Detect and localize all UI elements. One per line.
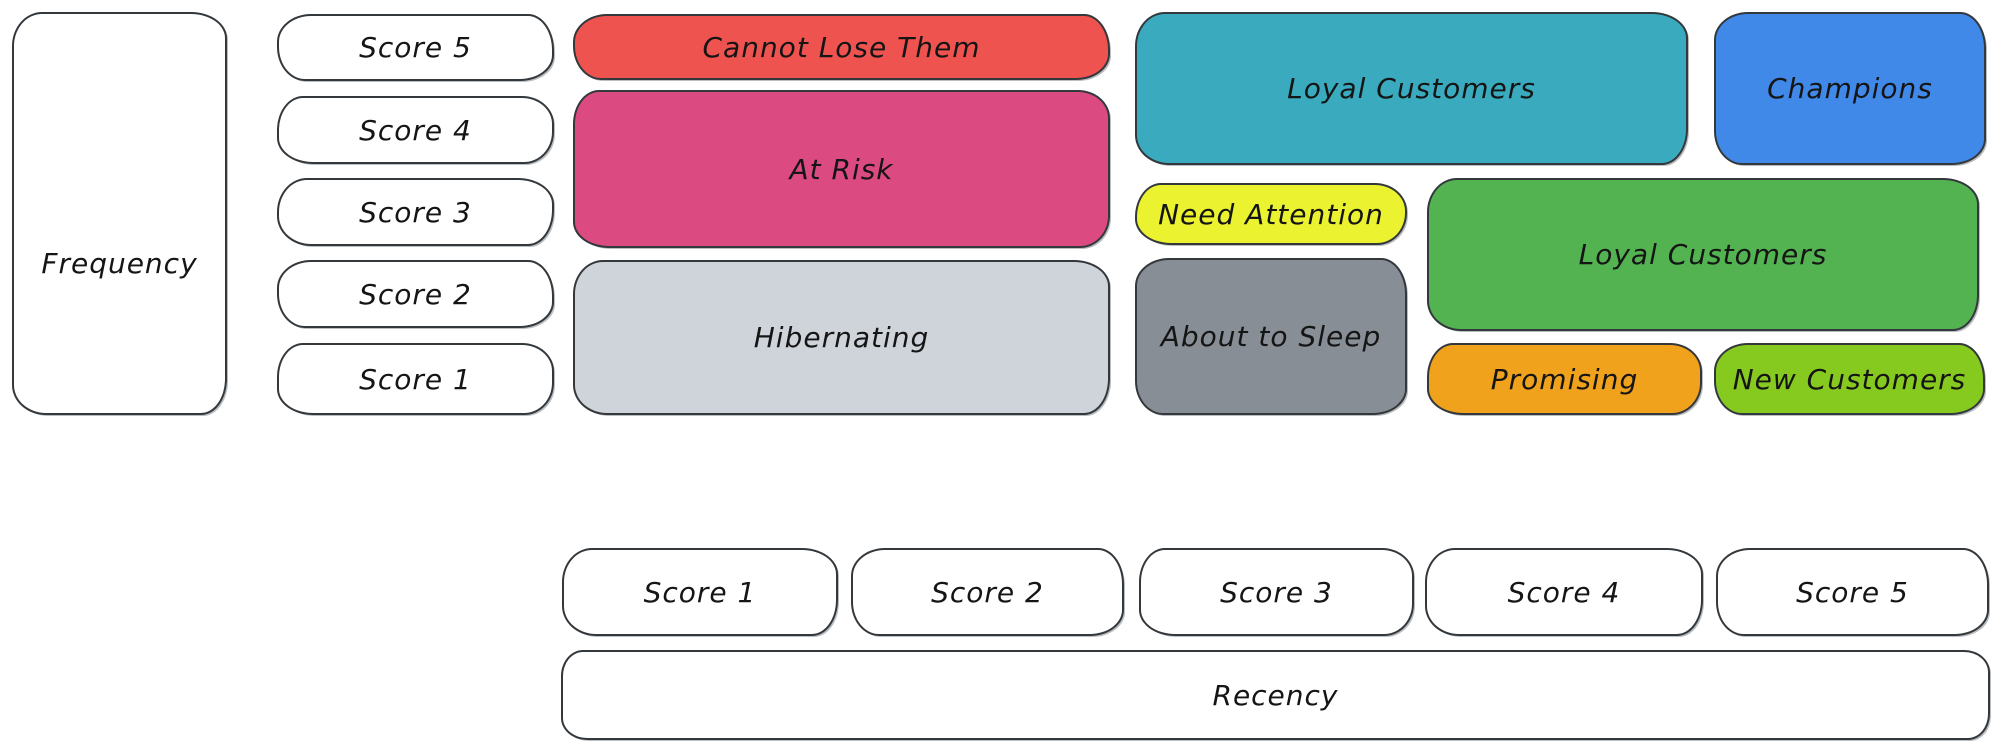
recency-score-3-box: Score 3 — [1139, 548, 1414, 636]
frequency-score-2-label: Score 2 — [359, 277, 472, 311]
segment-promising: Promising — [1427, 343, 1702, 415]
recency-score-4-label: Score 4 — [1507, 575, 1621, 609]
frequency-score-4-box: Score 4 — [277, 96, 554, 164]
recency-score-5-label: Score 5 — [1796, 575, 1909, 609]
frequency-score-3-box: Score 3 — [277, 178, 554, 246]
segment-new-customers-label: New Customers — [1732, 362, 1967, 396]
segment-at-risk-label: At Risk — [789, 152, 894, 186]
segment-loyal-customers-right: Loyal Customers — [1427, 178, 1979, 331]
recency-score-2-label: Score 2 — [931, 575, 1044, 609]
frequency-score-5-label: Score 5 — [359, 31, 472, 64]
segment-at-risk: At Risk — [573, 90, 1110, 248]
frequency-score-2-box: Score 2 — [277, 260, 554, 328]
recency-score-3-label: Score 3 — [1220, 575, 1333, 609]
segment-hibernating-label: Hibernating — [753, 321, 930, 354]
recency-axis-label-box: Recency — [561, 650, 1990, 740]
recency-axis-label: Recency — [1212, 678, 1339, 712]
segment-need-attention: Need Attention — [1135, 183, 1407, 245]
segment-cannot-lose-them: Cannot Lose Them — [573, 14, 1110, 80]
segment-loyal-customers-right-label: Loyal Customers — [1578, 238, 1828, 271]
frequency-score-1-box: Score 1 — [277, 343, 554, 415]
frequency-score-4-label: Score 4 — [359, 113, 472, 147]
segment-champions-label: Champions — [1767, 72, 1933, 105]
segment-loyal-customers-top: Loyal Customers — [1135, 12, 1688, 165]
recency-score-1-box: Score 1 — [562, 548, 838, 636]
recency-score-1-label: Score 1 — [643, 575, 757, 609]
segment-new-customers: New Customers — [1714, 343, 1985, 415]
segment-loyal-customers-top-label: Loyal Customers — [1287, 72, 1536, 105]
recency-score-5-box: Score 5 — [1716, 548, 1989, 636]
segment-cannot-lose-them-label: Cannot Lose Them — [702, 30, 981, 64]
frequency-score-3-label: Score 3 — [359, 195, 472, 229]
segment-about-to-sleep: About to Sleep — [1135, 258, 1407, 415]
frequency-axis-label-box: Frequency — [12, 12, 227, 415]
segment-need-attention-label: Need Attention — [1158, 197, 1384, 231]
segment-about-to-sleep-label: About to Sleep — [1160, 320, 1382, 353]
frequency-score-5-box: Score 5 — [277, 14, 554, 81]
segment-promising-label: Promising — [1490, 362, 1639, 396]
recency-score-2-box: Score 2 — [851, 548, 1124, 636]
segment-hibernating: Hibernating — [573, 260, 1110, 415]
frequency-axis-label: Frequency — [41, 247, 198, 280]
segment-champions: Champions — [1714, 12, 1986, 165]
recency-score-4-box: Score 4 — [1425, 548, 1703, 636]
frequency-score-1-label: Score 1 — [359, 362, 472, 396]
